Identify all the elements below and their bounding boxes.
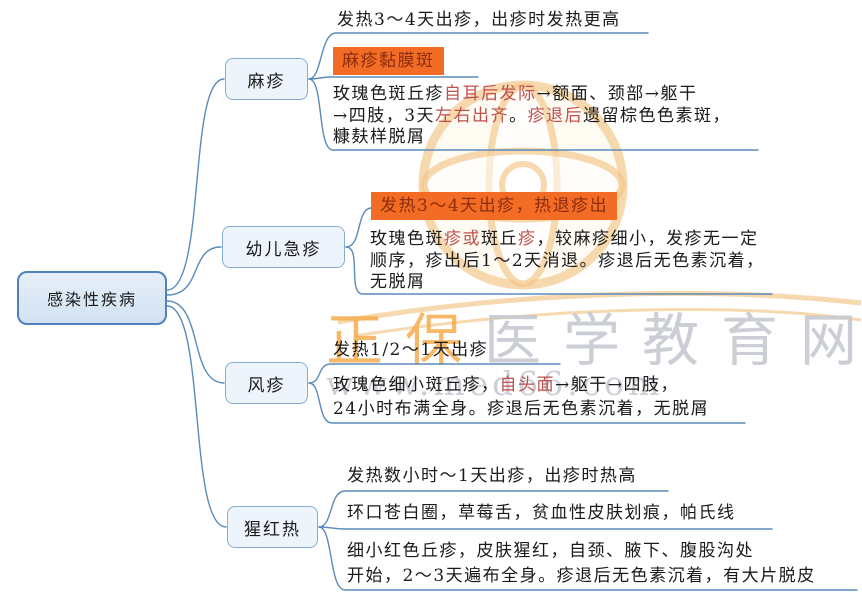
branch-node-label: 猩红热 — [244, 519, 301, 540]
connector-root-branch-2 — [166, 246, 222, 296]
underline-branch1-leaf1 — [308, 32, 649, 80]
leaf-measles-rash-description[interactable]: 玫瑰色斑丘疹自耳后发际→额面、颈部→躯干→四肢，3天左右出齐。疹退后遗留棕色色素… — [333, 84, 732, 147]
branch-node-rubella[interactable]: 风疹 — [225, 362, 308, 404]
connector-root-branch-3 — [166, 300, 225, 384]
leaf-scarlet-fever-signs[interactable]: 环口苍白圈，草莓舌，贫血性皮肤划痕，帕氏线 — [347, 503, 736, 523]
underline-branch3-leaf1 — [308, 363, 561, 384]
leaf-roseola-rash-description[interactable]: 玫瑰色斑疹或斑丘疹，较麻疹细小，发疹无一定顺序，疹出后1～2天消退。疹退后无色素… — [370, 229, 765, 292]
connector-branch2-leaf1 — [345, 207, 372, 248]
leaf-measles-koplik-spots[interactable]: 麻疹黏膜斑 — [333, 47, 444, 75]
root-node-label: 感染性疾病 — [46, 290, 137, 309]
leaf-rubella-rash-description[interactable]: 玫瑰色细小斑丘疹，自头面→躯干→四肢，24小时布满全身。疹退后无色素沉着，无脱屑 — [333, 375, 710, 419]
leaf-scarlet-fever-timing[interactable]: 发热数小时～1天出疹，出疹时热高 — [347, 466, 637, 486]
watermark-brand-gray: 医学教育网 — [484, 308, 862, 374]
leaf-scarlet-fever-rash[interactable]: 细小红色丘疹，皮肤猩红，自颈、腋下、腹股沟处开始，2～3天遍布全身。疹退后无色素… — [347, 541, 816, 586]
branch-node-roseola[interactable]: 幼儿急疹 — [222, 226, 345, 268]
underline-branch2-leaf2 — [345, 246, 773, 295]
underline-branch1-leaf3 — [308, 78, 759, 151]
branch-node-label: 麻疹 — [247, 71, 286, 92]
underline-branch1-leaf2 — [308, 76, 479, 80]
watermark-brand-orange: 正保 — [326, 308, 484, 374]
connector-root-branch-1 — [166, 78, 225, 291]
leaf-measles-fever-timing[interactable]: 发热3～4天出疹，出疹时发热更高 — [337, 10, 621, 30]
underline-branch3-leaf2 — [308, 382, 746, 424]
root-node-infectious-diseases[interactable]: 感染性疾病 — [17, 271, 167, 325]
underline-branch4-leaf2 — [318, 526, 773, 530]
leaf-rubella-fever-timing[interactable]: 发热1/2～1天出疹 — [333, 340, 489, 360]
branch-node-scarlet-fever[interactable]: 猩红热 — [227, 506, 318, 548]
watermark-brand-text: 正保医学教育网 — [326, 295, 862, 377]
connector-root-branch-4 — [166, 305, 227, 528]
underline-branch4-leaf3 — [318, 526, 858, 591]
underline-branch4-leaf1 — [318, 490, 669, 528]
leaf-roseola-fever-timing[interactable]: 发热3～4天出疹，热退疹出 — [371, 192, 618, 220]
watermark-swoosh-arc-2 — [353, 308, 862, 338]
branch-node-label: 幼儿急疹 — [245, 239, 322, 260]
watermark-url-text: www.med66.com — [326, 364, 664, 403]
branch-node-label: 风疹 — [247, 375, 286, 396]
branch-node-measles[interactable]: 麻疹 — [225, 58, 308, 100]
